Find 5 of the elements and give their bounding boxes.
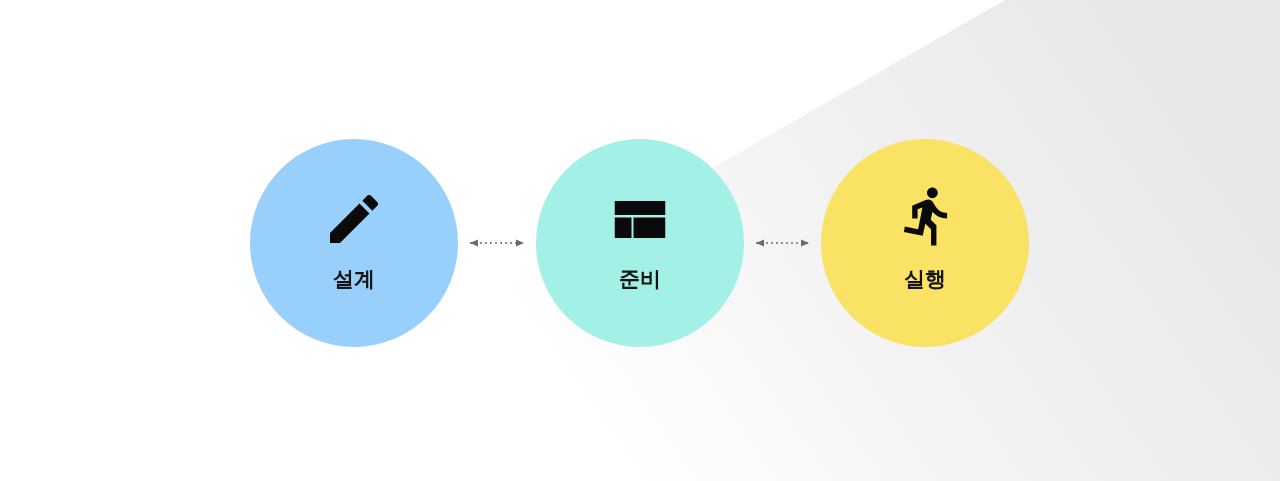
dotted-double-arrow	[469, 239, 525, 247]
stage-label: 준비	[619, 266, 661, 292]
stage-label: 실행	[904, 266, 946, 292]
dotted-double-arrow	[755, 239, 810, 247]
stage-label: 설계	[333, 266, 375, 292]
